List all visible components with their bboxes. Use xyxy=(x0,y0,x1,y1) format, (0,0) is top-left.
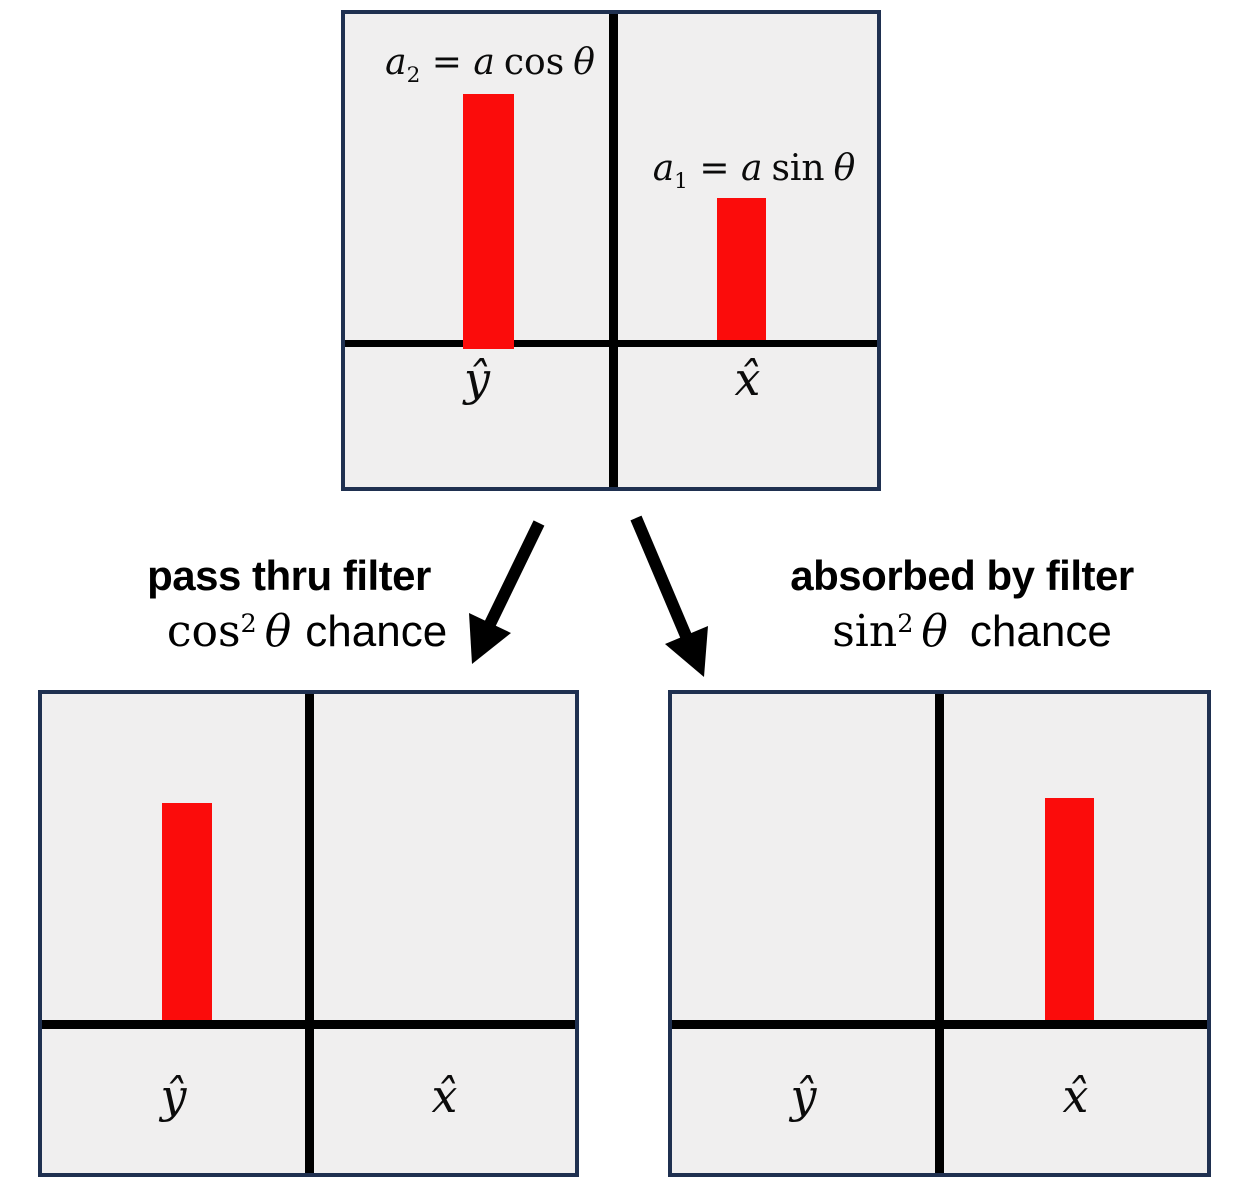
math-sub: 1 xyxy=(674,169,688,195)
axis-label-x: x̂ xyxy=(1062,1069,1089,1123)
math-func: cos xyxy=(503,42,565,83)
amplitude-bar-y xyxy=(162,803,212,1027)
panel-vertical-divider xyxy=(609,14,618,487)
math-func: cos xyxy=(166,606,241,657)
panel-vertical-divider xyxy=(935,694,944,1173)
math-coef: a xyxy=(740,148,763,189)
math-var: a xyxy=(385,42,407,83)
math-equals: = xyxy=(687,148,741,189)
math-theta: θ xyxy=(921,606,948,657)
math-equals: = xyxy=(420,42,474,83)
amplitude-bar-x xyxy=(717,198,766,345)
panel-baseline xyxy=(345,340,877,347)
math-theta: θ xyxy=(264,606,292,657)
absorbed-by-filter-label: absorbed by filter xyxy=(790,552,1134,599)
amplitude-bar-y xyxy=(463,94,514,349)
pass-thru-filter-label: pass thru filter xyxy=(147,552,431,599)
amplitude-bar-x xyxy=(1045,798,1094,1027)
arrow-absorbed xyxy=(630,515,708,677)
chance-word: chance xyxy=(305,607,448,656)
chance-word: chance xyxy=(969,607,1112,656)
panel-baseline xyxy=(672,1020,1207,1029)
panel-vertical-divider xyxy=(305,694,314,1173)
math-func: sin xyxy=(832,606,898,657)
axis-label-x: x̂ xyxy=(431,1069,458,1123)
math-sup: 2 xyxy=(897,608,914,639)
math-sup: 2 xyxy=(240,608,257,639)
axis-label-x: x̂ xyxy=(734,352,761,406)
absorbed-state-panel: ŷ x̂ xyxy=(668,690,1211,1177)
axis-label-y: ŷ xyxy=(790,1069,817,1123)
math-theta: θ xyxy=(833,148,856,189)
math-func: sin xyxy=(771,148,825,189)
passed-state-panel: ŷ x̂ xyxy=(38,690,579,1177)
math-coef: a xyxy=(473,42,495,83)
axis-label-y: ŷ xyxy=(464,352,490,406)
axis-label-y: ŷ xyxy=(160,1069,187,1123)
math-theta: θ xyxy=(573,42,595,83)
panel-baseline xyxy=(42,1020,575,1029)
math-sub: 2 xyxy=(406,63,421,89)
math-var: a xyxy=(652,148,675,189)
